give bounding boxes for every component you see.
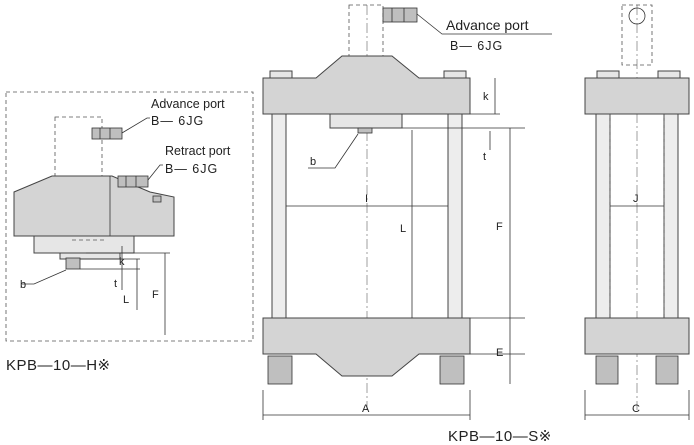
front-tie-rod-right bbox=[447, 113, 463, 319]
side-dim-j: J bbox=[633, 193, 639, 205]
front-dim-e: E bbox=[496, 347, 503, 359]
front-dim-a: A bbox=[362, 403, 370, 415]
side-dim-c: C bbox=[632, 403, 640, 415]
detail-clamp-plate bbox=[33, 235, 135, 254]
front-advance-port-label: Advance port bbox=[446, 17, 529, 33]
detail-dim-k: k bbox=[119, 256, 125, 268]
front-dim-i: I bbox=[365, 193, 368, 205]
side-column-left bbox=[595, 113, 611, 319]
detail-contact-pad bbox=[65, 257, 81, 270]
main-view-title: KPB—10—S※ bbox=[448, 428, 552, 445]
side-view-s: J C bbox=[584, 4, 690, 420]
front-dim-k: k bbox=[483, 91, 489, 103]
side-column-right bbox=[663, 113, 679, 319]
detail-cylinder-body bbox=[13, 175, 175, 237]
front-dim-f: F bbox=[496, 221, 503, 233]
front-advance-fitting bbox=[382, 7, 552, 35]
front-foot-right bbox=[439, 355, 465, 385]
front-dimensions bbox=[262, 78, 525, 420]
front-dim-l: L bbox=[400, 223, 406, 235]
detail-dimensions bbox=[22, 246, 170, 335]
side-dimensions bbox=[584, 205, 690, 420]
detail-view-title: KPB—10—H※ bbox=[6, 357, 111, 374]
front-advance-port-code: B— 6JG bbox=[450, 39, 503, 53]
side-foot-left bbox=[595, 355, 619, 385]
detail-frame bbox=[5, 91, 254, 342]
side-eye-hole bbox=[628, 7, 646, 25]
detail-retract-port-code: B— 6JG bbox=[165, 162, 218, 176]
front-tie-rod-left bbox=[271, 113, 287, 319]
side-rod bbox=[621, 4, 653, 66]
side-foot-right bbox=[655, 355, 679, 385]
front-dim-b: b bbox=[310, 156, 316, 168]
detail-retract-fitting bbox=[117, 164, 163, 188]
front-bottom-block bbox=[262, 317, 471, 377]
front-view-s: Advance port B— 6JG k t b I L F E A bbox=[262, 4, 552, 420]
detail-view-h: Advance port B— 6JG Retract port B— 6JG … bbox=[5, 91, 254, 374]
detail-retract-port-label: Retract port bbox=[165, 144, 231, 158]
front-foot-left bbox=[267, 355, 293, 385]
front-top-block bbox=[262, 55, 471, 115]
detail-rod bbox=[54, 116, 103, 178]
detail-dim-l: L bbox=[123, 294, 129, 306]
side-bottom-block bbox=[584, 317, 690, 355]
front-clamp-plate bbox=[329, 113, 403, 129]
side-top-block bbox=[584, 77, 690, 115]
front-rod bbox=[348, 4, 384, 58]
detail-dim-f: F bbox=[152, 289, 159, 301]
detail-advance-port-code: B— 6JG bbox=[151, 114, 204, 128]
detail-dim-b: b bbox=[20, 279, 26, 291]
detail-advance-port-label: Advance port bbox=[151, 97, 225, 111]
detail-dim-t: t bbox=[114, 278, 117, 290]
detail-advance-fitting bbox=[91, 117, 150, 140]
front-dim-t: t bbox=[483, 151, 486, 163]
